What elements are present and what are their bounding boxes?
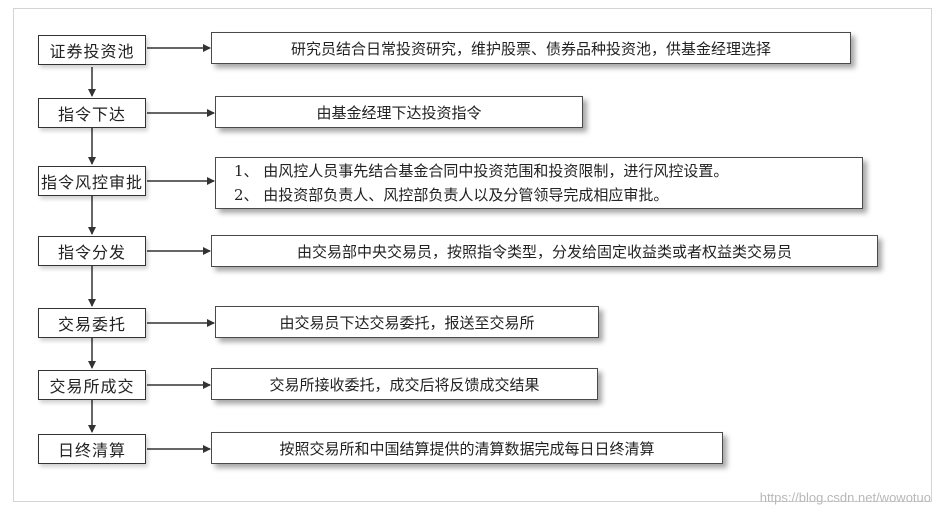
note-order-distribution: 由交易部中央交易员，按照指令类型，分发给固定收益类或者权益类交易员 [211, 235, 878, 267]
note-trade-entrust: 由交易员下达交易委托，报送至交易所 [215, 306, 599, 338]
note-securities-pool: 研究员结合日常投资研究，维护股票、债券品种投资池，供基金经理选择 [211, 32, 851, 64]
step-trade-entrust: 交易委托 [38, 308, 146, 338]
note-text: 按照交易所和中国结算提供的清算数据完成每日日终清算 [279, 439, 655, 458]
note-exchange-execution: 交易所接收委托，成交后将反馈成交结果 [211, 368, 598, 400]
note-order-issue: 由基金经理下达投资指令 [215, 96, 583, 128]
step-exchange-execution: 交易所成交 [38, 370, 146, 400]
note-text-line-1: 1、 由风控人员事先结合基金合同中投资范围和投资限制，进行风控设置。 [234, 162, 729, 180]
step-order-distribution: 指令分发 [38, 236, 146, 266]
note-text-line-2: 2、 由投资部负责人、风控部负责人以及分管领导完成相应审批。 [234, 186, 669, 204]
note-text: 由交易部中央交易员，按照指令类型，分发给固定收益类或者权益类交易员 [296, 242, 792, 261]
step-order-issue: 指令下达 [38, 98, 146, 128]
note-text: 由交易员下达交易委托，报送至交易所 [279, 313, 535, 332]
note-eod-clearing: 按照交易所和中国结算提供的清算数据完成每日日终清算 [211, 432, 723, 464]
note-text: 交易所接收委托，成交后将反馈成交结果 [269, 375, 540, 394]
step-risk-approval: 指令风控审批 [38, 166, 146, 196]
note-text: 由基金经理下达投资指令 [316, 103, 482, 122]
step-eod-clearing: 日终清算 [38, 434, 146, 464]
note-risk-approval: 1、 由风控人员事先结合基金合同中投资范围和投资限制，进行风控设置。 2、 由投… [215, 157, 863, 209]
watermark: https://blog.csdn.net/wowotuo [759, 490, 931, 505]
step-securities-pool: 证券投资池 [38, 35, 146, 65]
note-text: 研究员结合日常投资研究，维护股票、债券品种投资池，供基金经理选择 [290, 39, 771, 58]
